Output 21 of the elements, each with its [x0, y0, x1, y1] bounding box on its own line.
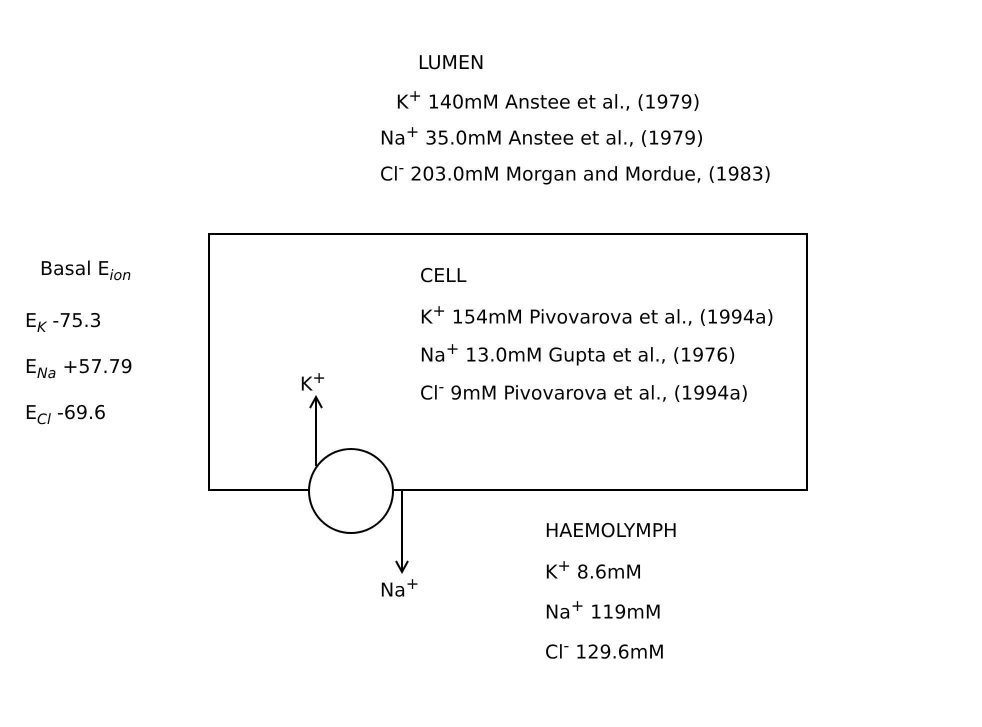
ion-label: K$^{+}$	[300, 368, 340, 396]
concentration-text: K$^{+}$ 140mM Anstee et al., (1979)	[396, 86, 700, 114]
compartment-label: LUMEN	[418, 52, 484, 75]
concentration-text: Na$^{+}$ 13.0mM Gupta et al., (1976)	[420, 339, 736, 368]
concentration-text: K$^{+}$ 154mM Pivovarova et al., (1994a)	[420, 301, 774, 330]
concentration-text: Cl$^{-}$ 9mM Pivovarova et al., (1994a)	[420, 377, 748, 406]
potential-value: E$_{K}$ -75.3	[25, 310, 102, 337]
ion-label: Na$^{+}$	[380, 574, 432, 602]
concentration-text: K$^{+}$ 8.6mM	[545, 556, 642, 584]
cell-heading: CELL	[420, 265, 466, 288]
concentration-text: Cl$^{-}$ 203.0mM Morgan and Mordue, (1983)	[380, 158, 772, 186]
arrow	[395, 491, 409, 573]
concentration-text: Cl$^{-}$ 129.6mM	[545, 636, 665, 664]
compartment-label: HAEMOLYMPH	[545, 520, 678, 543]
concentration-text: Na$^{+}$ 35.0mM Anstee et al., (1979)	[380, 122, 704, 150]
concentration-text: Na$^{+}$ 119mM	[545, 596, 662, 624]
arrow	[309, 396, 323, 466]
potential-value: E$_{Cl}$ -69.6	[25, 402, 106, 429]
cell-box	[208, 233, 808, 491]
potential-value: E$_{Na}$ +57.79	[25, 356, 133, 383]
potential-label: Basal E$_{ion}$	[40, 258, 132, 285]
